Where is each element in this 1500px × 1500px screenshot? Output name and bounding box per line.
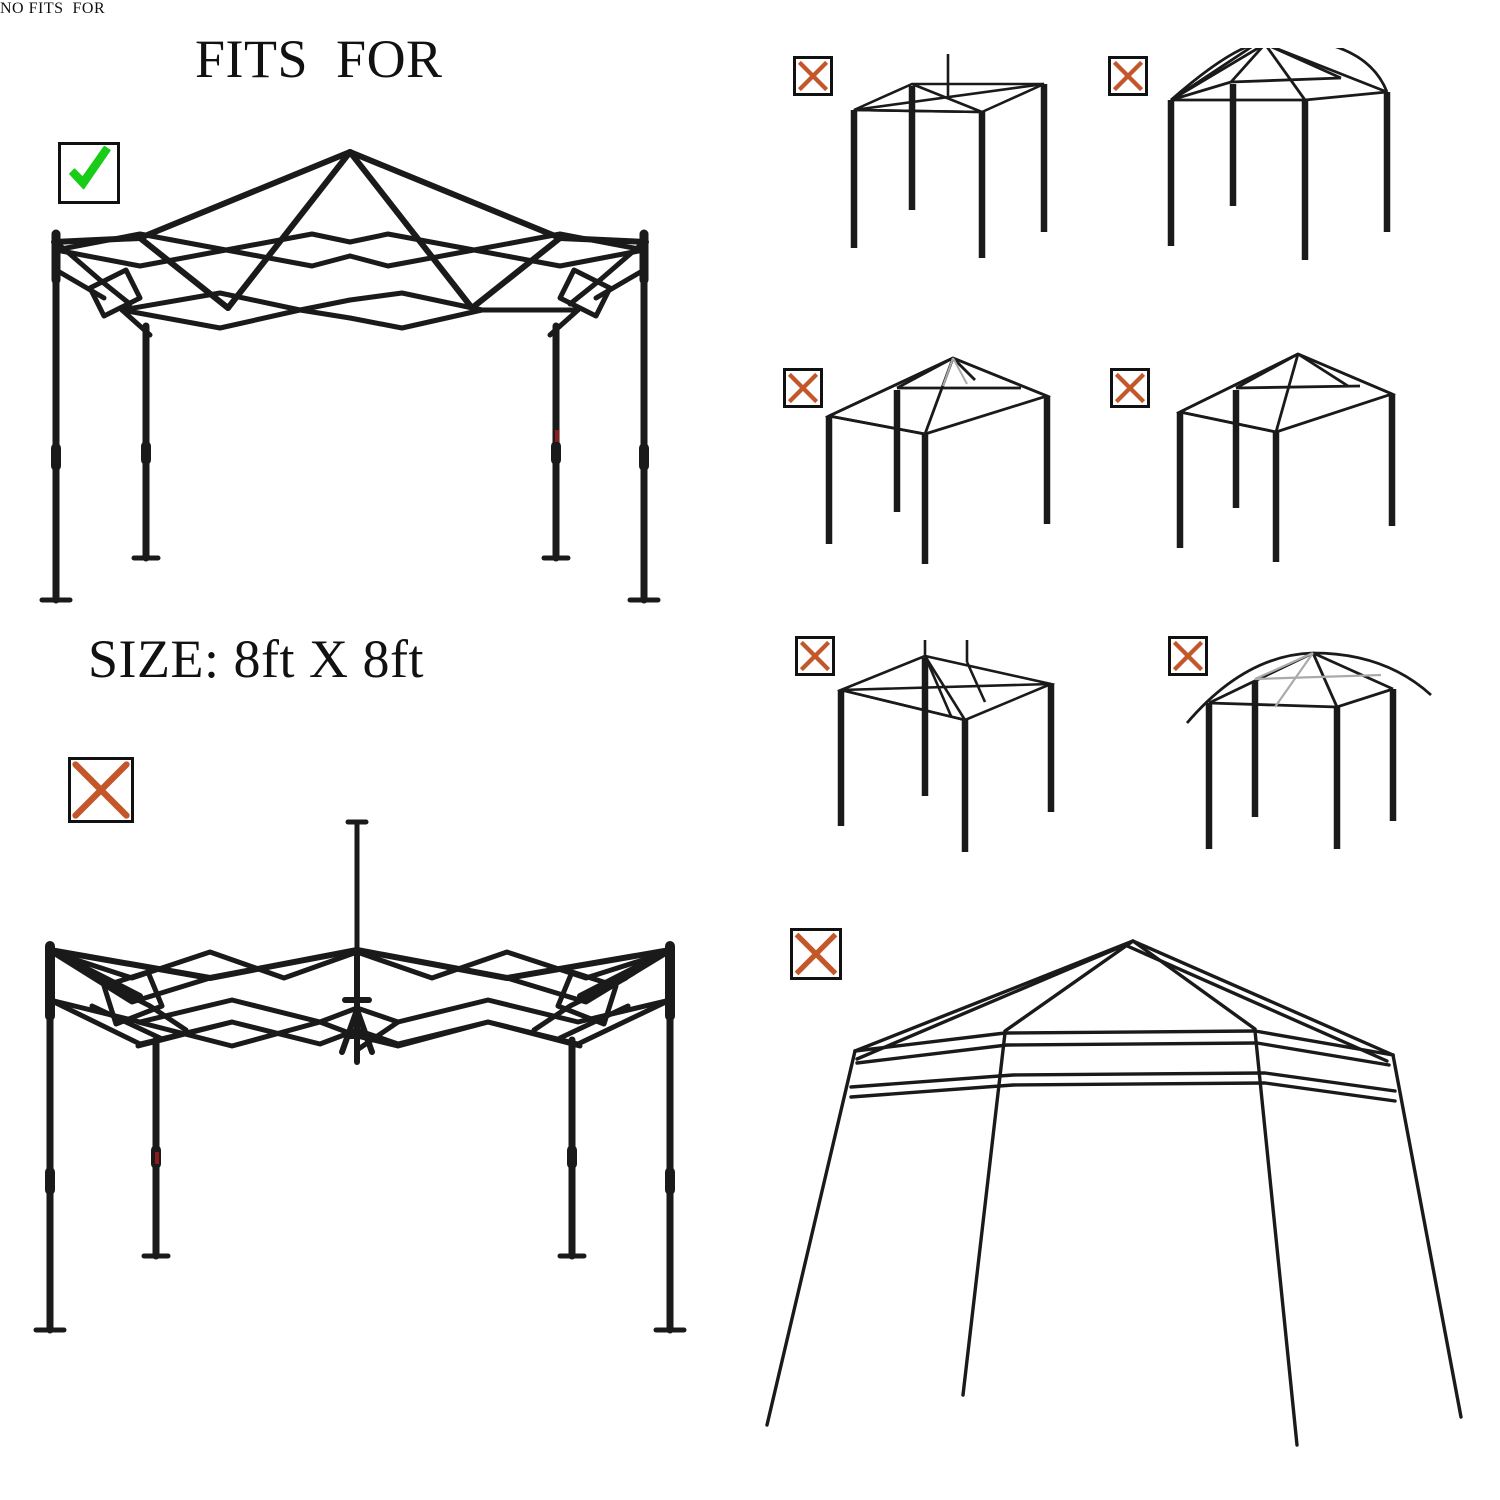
flat-top-gazebo-twin-poles-figure bbox=[835, 640, 1115, 880]
dome-top-gazebo-figure bbox=[1165, 48, 1435, 293]
check-icon bbox=[58, 142, 120, 204]
cross-icon bbox=[783, 368, 823, 408]
no-fits-for-title: NO FITS FOR bbox=[0, 0, 106, 17]
cross-icon bbox=[1168, 636, 1208, 676]
size-label: SIZE: 8ft X 8ft bbox=[88, 629, 424, 689]
fits-for-title: FITS FOR bbox=[195, 29, 443, 89]
flat-top-gazebo-center-pole-figure bbox=[840, 52, 1100, 292]
cross-icon bbox=[793, 56, 833, 96]
flat-top-scissor-canopy-figure bbox=[20, 800, 700, 1360]
cross-icon bbox=[1108, 56, 1148, 96]
peaked-roof-gazebo-figure bbox=[825, 352, 1110, 597]
curved-dome-gazebo-overhang-figure bbox=[1185, 645, 1460, 880]
cross-icon bbox=[790, 928, 842, 980]
cross-icon bbox=[68, 757, 134, 823]
slant-leg-pop-up-canopy-figure bbox=[745, 905, 1475, 1460]
straight-leg-pop-up-canopy-figure bbox=[30, 130, 670, 630]
pyramid-peak-gazebo-figure bbox=[1170, 350, 1440, 595]
cross-icon bbox=[1110, 368, 1150, 408]
cross-icon bbox=[795, 636, 835, 676]
